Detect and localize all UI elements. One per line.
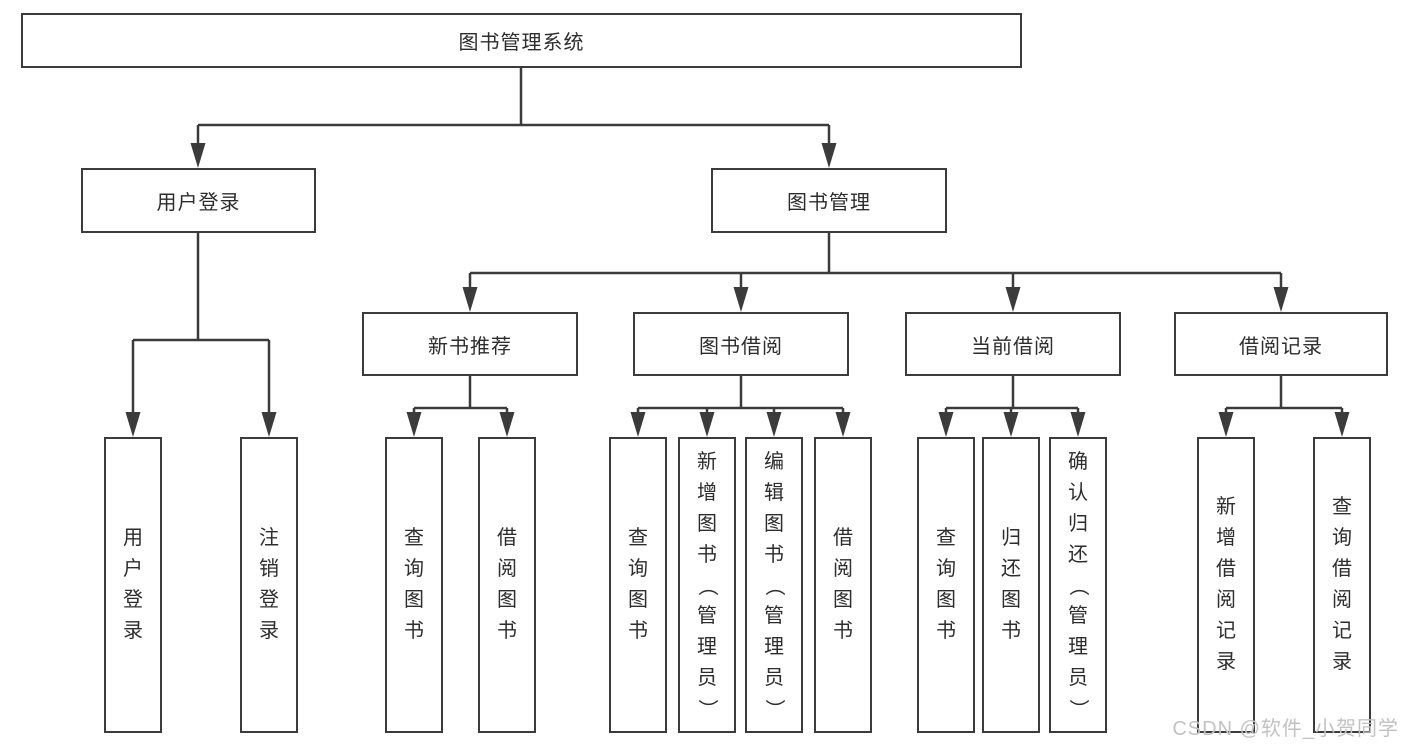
csdn-watermark: CSDN @软件_小贺同学 — [1172, 718, 1399, 740]
node-user-login: 用户登录 — [81, 168, 316, 233]
node-label: 用户登录 — [156, 192, 241, 214]
leaf-label: 确认归还（管理员） — [1067, 450, 1089, 719]
leaf-query-books-current: 查询图书 — [917, 437, 975, 733]
node-label: 借阅记录 — [1239, 335, 1323, 358]
node-library-management-system: 图书管理系统 — [21, 13, 1022, 68]
leaf-return-books: 归还图书 — [982, 437, 1040, 733]
leaf-label: 注销登录 — [259, 527, 279, 642]
leaf-label: 查询图书 — [628, 527, 648, 642]
node-current-borrow: 当前借阅 — [905, 312, 1121, 376]
leaf-add-books-admin: 新增图书（管理员） — [678, 437, 736, 733]
leaf-label: 借阅图书 — [833, 527, 853, 642]
node-new-book-recommend: 新书推荐 — [362, 312, 578, 376]
leaf-label: 归还图书 — [1001, 527, 1021, 642]
leaf-query-borrow-record: 查询借阅记录 — [1313, 437, 1371, 733]
leaf-confirm-return-admin: 确认归还（管理员） — [1049, 437, 1107, 733]
leaf-label: 新增图书（管理员） — [696, 450, 718, 719]
leaf-logout: 注销登录 — [240, 437, 298, 733]
leaf-label: 用户登录 — [123, 527, 143, 642]
leaf-label: 查询图书 — [936, 527, 956, 642]
leaf-add-borrow-record: 新增借阅记录 — [1197, 437, 1255, 733]
leaf-user-login: 用户登录 — [104, 437, 162, 733]
leaf-edit-books-admin: 编辑图书（管理员） — [745, 437, 803, 733]
leaf-label: 新增借阅记录 — [1216, 496, 1236, 673]
node-label: 当前借阅 — [971, 335, 1055, 358]
leaf-label: 查询借阅记录 — [1332, 496, 1352, 673]
leaf-borrow-books: 借阅图书 — [814, 437, 872, 733]
leaf-borrow-books-newbooks: 借阅图书 — [478, 437, 536, 733]
leaf-query-books-borrow: 查询图书 — [609, 437, 667, 733]
leaf-label: 借阅图书 — [497, 527, 517, 642]
node-book-borrow: 图书借阅 — [633, 312, 849, 376]
leaf-query-books-newbooks: 查询图书 — [385, 437, 443, 733]
node-book-management: 图书管理 — [711, 168, 947, 233]
node-borrow-records: 借阅记录 — [1174, 312, 1388, 376]
node-label: 图书借阅 — [699, 335, 783, 358]
arrowhead-icons — [125, 143, 1350, 437]
node-label: 图书管理 — [787, 192, 871, 214]
leaf-label: 查询图书 — [404, 527, 424, 642]
leaf-label: 编辑图书（管理员） — [763, 450, 785, 719]
node-label: 新书推荐 — [428, 335, 512, 358]
node-label: 图书管理系统 — [458, 32, 585, 54]
